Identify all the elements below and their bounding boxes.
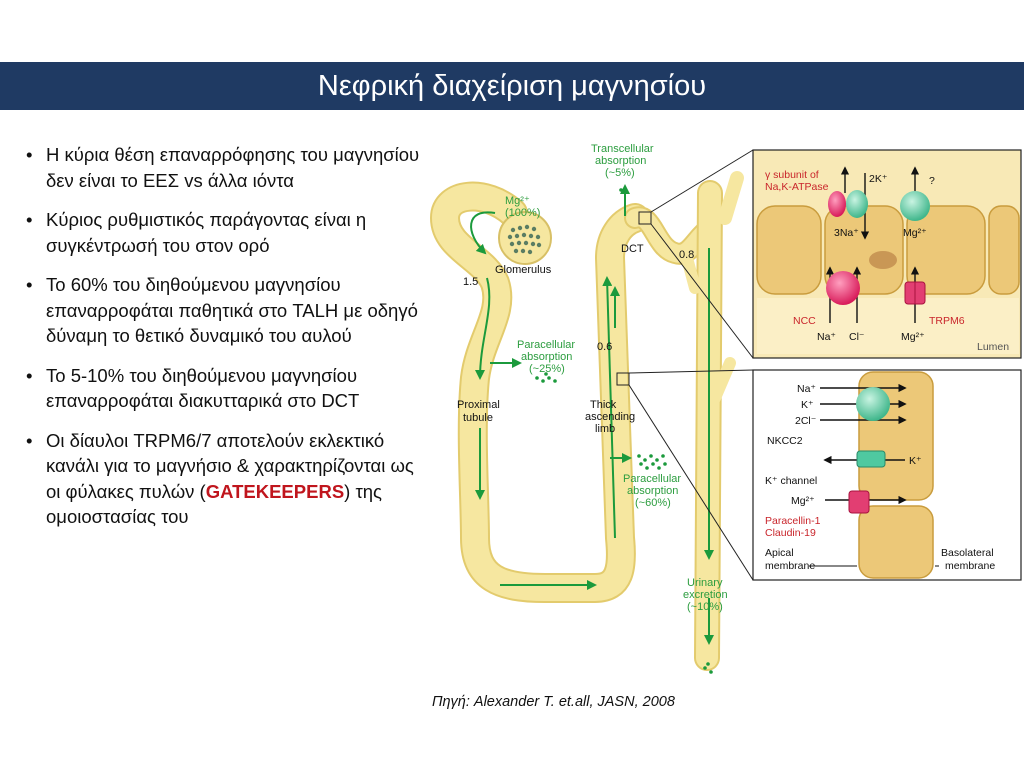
nephron-figure: Mg²⁺ (100%) Glomerulus 1.5 Proximal tubu…: [430, 143, 1022, 674]
bullet-item: • Η κύρια θέση επαναρρόφησης του μαγνησίο…: [26, 142, 426, 193]
bullet-list: • Η κύρια θέση επαναρρόφησης του μαγνησίο…: [26, 142, 426, 544]
bullet-text: Κύριος ρυθμιστικός παράγοντας είναι η συ…: [46, 209, 367, 256]
gamma-subunit-label: γ subunit of: [765, 169, 819, 181]
nkcc2-label: NKCC2: [767, 435, 803, 447]
bullet-item: • Το 60% του διηθούμενου μαγνησίου επαναρ…: [26, 272, 426, 349]
talh-detail-panel: Na⁺ K⁺ 2Cl⁻ NKCC2 K⁺ K⁺ channel Mg²⁺ Par…: [752, 369, 1022, 581]
transcellular-line1: Transcellular: [591, 143, 654, 155]
proximal-line2: tubule: [463, 412, 493, 424]
bullet-item: • Κύριος ρυθμιστικός παράγοντας είναι η σ…: [26, 207, 426, 258]
mg-top-label: Mg²⁺: [903, 227, 927, 239]
mg-talh-label: Mg²⁺: [791, 495, 815, 507]
mg-bottom-label: Mg²⁺: [901, 331, 925, 343]
bullet-symbol: •: [26, 429, 33, 451]
ncc-label: NCC: [793, 315, 816, 327]
thick-line2: ascending: [585, 411, 635, 423]
bullet-text: Το 60% του διηθούμενου μαγνησίου επαναρρ…: [46, 274, 418, 346]
thick-line1: Thick: [590, 399, 617, 411]
urinary-line3: (~10%): [687, 601, 723, 613]
apical-line1: Apical: [765, 547, 794, 559]
transcellular-line2: absorption: [595, 155, 646, 167]
absorbed-mg-dots: [535, 188, 713, 674]
glomerulus-dots: [507, 224, 542, 255]
lumen-label: Lumen: [977, 341, 1009, 353]
zoom-connectors: [616, 149, 754, 581]
value-0-6: 0.6: [597, 341, 612, 353]
dct-label: DCT: [621, 243, 644, 255]
na-label: Na⁺: [817, 331, 836, 343]
question-label: ?: [929, 175, 935, 187]
cl2-label: 2Cl⁻: [795, 415, 817, 427]
bullet-symbol: •: [26, 209, 33, 230]
glomerulus-capsule: [498, 211, 552, 265]
bullet-text-before: Οι δίαυλοι TRPM6/7 αποτελούν εκλεκτικό κ…: [46, 429, 414, 502]
na-talh-label: Na⁺: [797, 383, 816, 395]
basolateral-line2: membrane: [945, 560, 995, 572]
kchannel-label: K⁺ channel: [765, 475, 817, 487]
slide-title: Νεφρική διαχείριση μαγνησίου: [0, 62, 1024, 110]
mg-percent: (100%): [505, 207, 540, 219]
para25-line1: Paracellular: [517, 339, 575, 351]
para60-line2: absorption: [627, 485, 678, 497]
k-talh-label: K⁺: [801, 399, 814, 411]
basolateral-line1: Basolateral: [941, 547, 994, 559]
na3-label: 3Na⁺: [834, 227, 859, 239]
proximal-line1: Proximal: [457, 399, 500, 411]
cl-label: Cl⁻: [849, 331, 865, 343]
para25-line3: (~25%): [529, 363, 565, 375]
k2-label: 2K⁺: [869, 173, 888, 185]
apical-line2: membrane: [765, 560, 815, 572]
transcellular-line3: (~5%): [605, 167, 635, 179]
claudin-label: Claudin-19: [765, 527, 816, 539]
para60-line1: Paracellular: [623, 473, 681, 485]
bullet-text-after: ) της ομοιοστασίας του: [46, 480, 382, 528]
bullet-item: • Οι δίαυλοι TRPM6/7 αποτελούν εκλεκτικό …: [26, 428, 426, 530]
k-right-label: K⁺: [909, 455, 922, 467]
para60-line3: (~60%): [635, 497, 671, 509]
bullet-item: • Το 5-10% του διηθούμενου μαγνησίου επαν…: [26, 363, 426, 414]
bullet-text: Το 5-10% του διηθούμενου μαγνησίου επανα…: [46, 364, 360, 412]
value-0-8: 0.8: [679, 249, 694, 261]
nakatpase-label: Na,K-ATPase: [765, 181, 829, 193]
gatekeepers-emphasis: GATEKEEPERS: [205, 480, 345, 502]
nephron-labels: Mg²⁺ (100%) Glomerulus 1.5 Proximal tubu…: [457, 143, 728, 613]
thick-line3: limb: [595, 423, 615, 435]
trpm6-label: TRPM6: [929, 315, 965, 327]
bullet-symbol: •: [26, 144, 33, 165]
urinary-line2: excretion: [683, 589, 728, 601]
bullet-symbol: •: [26, 364, 33, 386]
paracellin-label: Paracellin-1: [765, 515, 821, 527]
urinary-line1: Urinary: [687, 577, 723, 589]
mg-label: Mg²⁺: [505, 195, 530, 207]
value-1-5: 1.5: [463, 276, 478, 288]
source-citation: Πηγή: Alexander T. et.all, JASN, 2008: [432, 694, 675, 710]
dct-detail-panel: γ subunit of Na,K-ATPase 2K⁺ ? 3Na⁺ Mg²⁺…: [752, 149, 1022, 359]
glomerulus-label: Glomerulus: [495, 264, 552, 276]
bullet-text: Η κύρια θέση επαναρρόφησης του μαγνησίου…: [46, 144, 420, 191]
bullet-symbol: •: [26, 274, 33, 295]
para25-line2: absorption: [521, 351, 572, 363]
